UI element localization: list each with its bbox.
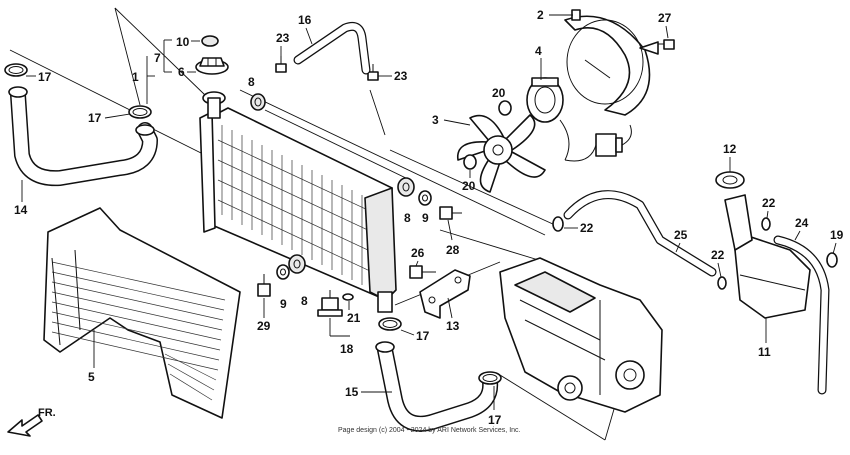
- callout-16: 16: [298, 13, 312, 27]
- callout-27: 27: [658, 11, 672, 25]
- fan-shroud[interactable]: [564, 9, 659, 116]
- fan-motor-connector[interactable]: [564, 124, 632, 162]
- callout-25: 25: [674, 228, 688, 242]
- collar[interactable]: [276, 264, 290, 280]
- callout-13: 13: [446, 319, 460, 333]
- hose-clamp[interactable]: [4, 63, 28, 77]
- bolt[interactable]: [409, 265, 436, 279]
- callout-17-b: 17: [88, 111, 102, 125]
- bolt[interactable]: [658, 39, 675, 50]
- callout-8-upper: 8: [248, 75, 255, 89]
- callout-12: 12: [723, 142, 737, 156]
- front-direction-arrow: FR.: [7, 407, 56, 437]
- callout-29: 29: [257, 319, 271, 333]
- siphon-tube[interactable]: [293, 21, 371, 75]
- grommet[interactable]: [397, 177, 415, 197]
- grommet[interactable]: [250, 93, 266, 111]
- callout-1: 1: [132, 70, 139, 84]
- callout-4: 4: [535, 44, 542, 58]
- front-direction-label: FR.: [38, 407, 56, 419]
- callout-6: 6: [178, 65, 185, 79]
- callout-17-c: 17: [416, 329, 430, 343]
- hose-clamp[interactable]: [478, 371, 502, 385]
- radiator-cap-seal[interactable]: [201, 35, 219, 47]
- callout-18: 18: [340, 342, 354, 356]
- callout-28: 28: [446, 243, 460, 257]
- callout-23-right: 23: [394, 69, 408, 83]
- callout-26: 26: [411, 246, 425, 260]
- o-ring[interactable]: [342, 293, 354, 301]
- callout-17-a: 17: [38, 70, 52, 84]
- callout-labels: 1 2 3 4 5 6 7 8 8 9 9 8 10 11 12 13 14 1…: [14, 8, 844, 427]
- callout-19: 19: [830, 228, 844, 242]
- fan-nut[interactable]: [498, 100, 512, 116]
- radiator-cap[interactable]: [195, 57, 229, 75]
- fan-motor[interactable]: [526, 77, 570, 161]
- reserve-tank-breather-tube[interactable]: [773, 235, 830, 395]
- hose-clamp[interactable]: [128, 105, 152, 119]
- callout-22-a: 22: [580, 221, 594, 235]
- callout-17-d: 17: [488, 413, 502, 427]
- callout-22-c: 22: [711, 248, 725, 262]
- hose-clamp[interactable]: [378, 317, 402, 331]
- callout-9-lower: 9: [280, 297, 287, 311]
- thermo-switch[interactable]: [317, 290, 343, 317]
- engine-block: [499, 257, 663, 413]
- reserve-tank[interactable]: [724, 194, 811, 319]
- callout-9-upper: 9: [422, 211, 429, 225]
- callout-2: 2: [537, 8, 544, 22]
- callout-22-b: 22: [762, 196, 776, 210]
- callout-5: 5: [88, 370, 95, 384]
- callout-20-lower: 20: [462, 179, 476, 193]
- callout-24: 24: [795, 216, 809, 230]
- callout-8-lower: 8: [404, 211, 411, 225]
- callout-11: 11: [758, 345, 771, 359]
- callout-10: 10: [176, 35, 190, 49]
- upper-radiator-hose[interactable]: [8, 86, 158, 187]
- callout-23-left: 23: [276, 31, 290, 45]
- overflow-hose[interactable]: [563, 190, 717, 277]
- radiator-shroud[interactable]: [43, 207, 241, 419]
- callout-7: 7: [154, 51, 161, 65]
- callout-21: 21: [347, 311, 361, 325]
- collar[interactable]: [418, 190, 432, 206]
- flange-bolt[interactable]: [439, 206, 462, 220]
- radiator[interactable]: [199, 91, 397, 313]
- lower-radiator-hose[interactable]: [375, 341, 499, 432]
- hose-clip[interactable]: [717, 276, 727, 290]
- cooling-fan[interactable]: [457, 114, 546, 193]
- hose-clip[interactable]: [761, 217, 771, 231]
- callout-15: 15: [345, 385, 359, 399]
- callout-14: 14: [14, 203, 28, 217]
- grommet[interactable]: [288, 254, 306, 274]
- hose-clip[interactable]: [826, 252, 838, 268]
- flange-bolt[interactable]: [257, 274, 271, 297]
- reserve-tank-cap[interactable]: [715, 171, 745, 189]
- bolt[interactable]: [275, 56, 287, 73]
- hose-clip[interactable]: [552, 216, 564, 232]
- callout-20-upper: 20: [492, 86, 506, 100]
- fan-nut[interactable]: [463, 154, 477, 170]
- copyright-notice: Page design (c) 2004 - 2024 by ARI Netwo…: [338, 427, 521, 434]
- radiator-bracket[interactable]: [419, 269, 471, 319]
- callout-3: 3: [432, 113, 439, 127]
- callout-8-left: 8: [301, 294, 308, 308]
